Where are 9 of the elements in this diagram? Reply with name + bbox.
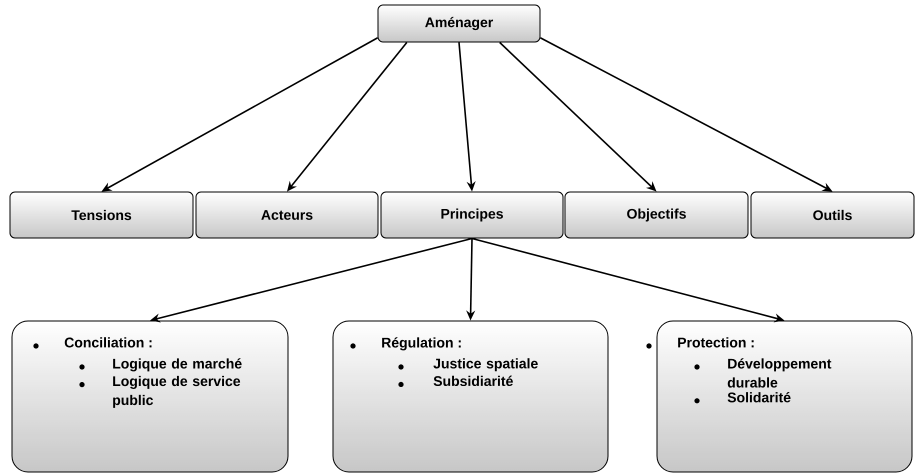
label-box: Principes — [380, 192, 564, 238]
list-box: Conciliation : Logique de marché Logique de service public — [12, 320, 288, 472]
list-box: Régulation : Justice spatiale Subsidiarité — [332, 320, 608, 472]
label-box: Tensions — [10, 192, 194, 238]
label-box: Outils — [750, 192, 914, 238]
list-box: Protection : Développement durable Solidarité — [656, 320, 912, 472]
label-box: Aménager — [378, 4, 540, 42]
label-box: Acteurs — [196, 192, 378, 238]
label-box: Objectifs — [564, 192, 748, 238]
